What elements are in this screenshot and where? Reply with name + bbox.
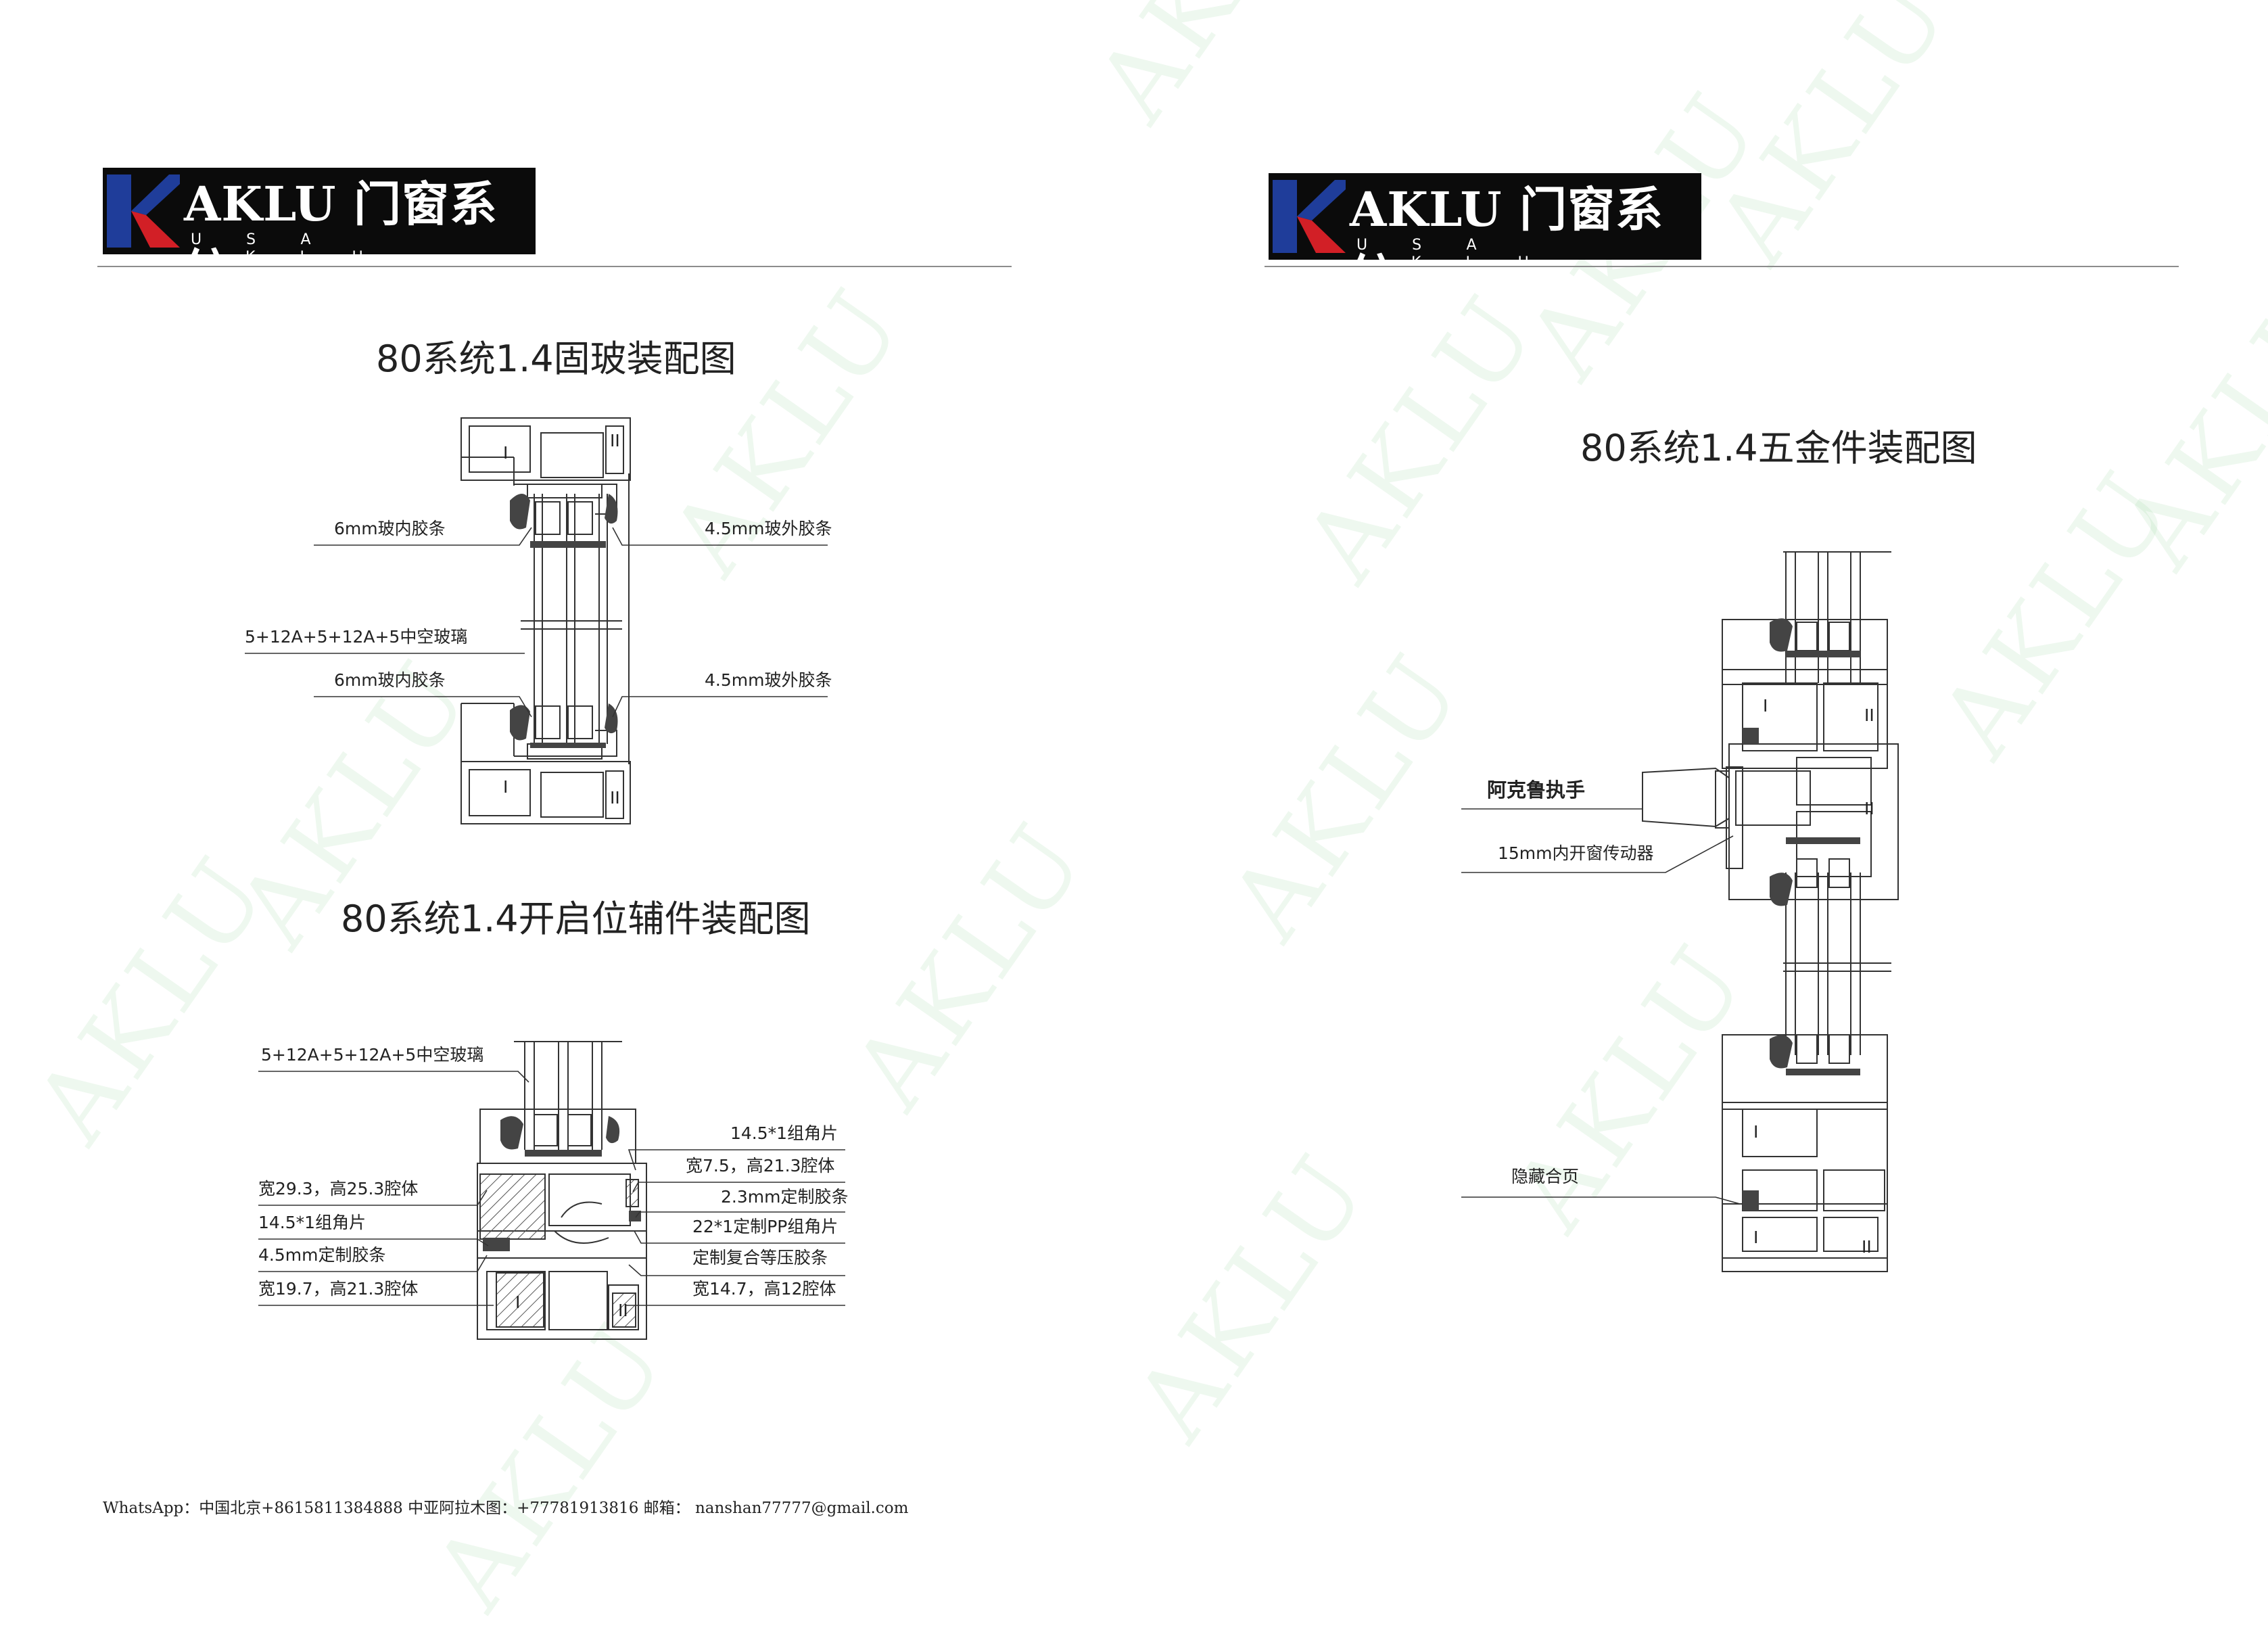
label-outer-gasket-top: 4.5mm玻外胶条	[705, 519, 832, 538]
label-cavity-left-2: 宽19.7，高21.3腔体	[258, 1279, 419, 1299]
brand-name: AKLU 门窗系统	[1350, 181, 1663, 305]
label-inner-gasket-bottom: 6mm玻内胶条	[334, 670, 446, 690]
left-page: AKLU AKLU AKLU AKLU AKLU AKLU AKLU 门窗系统 …	[0, 0, 1353, 1629]
frame-profile	[477, 1230, 647, 1340]
title-hardware: 80系统1.4五金件装配图	[1580, 427, 1977, 469]
header-rule	[97, 266, 1012, 267]
frame-profile-bottom	[460, 761, 631, 824]
label-open-glass: 5+12A+5+12A+5中空玻璃	[261, 1045, 484, 1065]
brand-logo: AKLU 门窗系统 USA AKLU	[1269, 173, 1701, 305]
brand-tagline: USA AKLU	[191, 231, 408, 266]
chamber-mark: II	[1862, 1237, 1872, 1257]
label-glass: 5+12A+5+12A+5中空玻璃	[245, 627, 468, 647]
brand-name: AKLU 门窗系统	[184, 176, 498, 300]
label-handle: 阿克鲁执手	[1487, 778, 1586, 801]
label-pp-corner: 22*1定制PP组角片	[692, 1217, 838, 1236]
chamber-mark: I	[1753, 1122, 1759, 1142]
chamber-mark: II	[1864, 705, 1874, 725]
label-gasket-left: 4.5mm定制胶条	[258, 1245, 386, 1265]
label-corner-left: 14.5*1组角片	[258, 1213, 367, 1232]
label-outer-gasket-bottom: 4.5mm玻外胶条	[705, 670, 832, 690]
fixed-glass-drawing	[245, 417, 828, 824]
logo-k-icon	[1273, 180, 1346, 253]
label-transmission: 15mm内开窗传动器	[1498, 843, 1654, 863]
hardware-drawing	[1461, 551, 1899, 1272]
label-cavity-right-1: 宽7.5，高21.3腔体	[686, 1156, 835, 1175]
chamber-mark: I	[503, 777, 509, 797]
chamber-mark: I	[1763, 696, 1768, 716]
label-corner-right: 14.5*1组角片	[730, 1123, 838, 1143]
label-cavity-right-2: 宽14.7，高12腔体	[692, 1279, 836, 1299]
chamber-mark: I	[503, 443, 509, 463]
right-page: AKLU AKLU AKLU AKLU AKLU AKLU AKLU AKLU …	[1113, 0, 2268, 1544]
opening-drawing	[258, 1041, 845, 1340]
label-cavity-left-1: 宽29.3，高25.3腔体	[258, 1179, 419, 1198]
title-fixed-glass: 80系统1.4固玻装配图	[376, 337, 736, 380]
chamber-mark: II	[1864, 799, 1874, 818]
chamber-mark: II	[610, 788, 620, 808]
label-composite-gasket: 定制复合等压胶条	[692, 1248, 828, 1267]
title-opening: 80系统1.4开启位辅件装配图	[341, 898, 811, 940]
contact-footer: WhatsApp：中国北京+8615811384888 中亚阿拉木图：+7778…	[103, 1499, 909, 1517]
label-inner-gasket-top: 6mm玻内胶条	[334, 519, 446, 538]
brand-tagline: USA AKLU	[1356, 237, 1574, 271]
header-rule	[1265, 266, 2179, 267]
logo-k-icon	[107, 174, 180, 248]
chamber-mark: I	[515, 1293, 521, 1312]
label-gasket-right: 2.3mm定制胶条	[721, 1187, 849, 1207]
chamber-mark: II	[610, 431, 620, 450]
label-hinge: 隐藏合页	[1511, 1167, 1580, 1186]
frame-profile-top	[460, 417, 631, 481]
chamber-mark: I	[1753, 1228, 1759, 1247]
brand-logo: AKLU 门窗系统 USA AKLU	[103, 168, 536, 300]
chamber-mark: II	[618, 1301, 628, 1320]
